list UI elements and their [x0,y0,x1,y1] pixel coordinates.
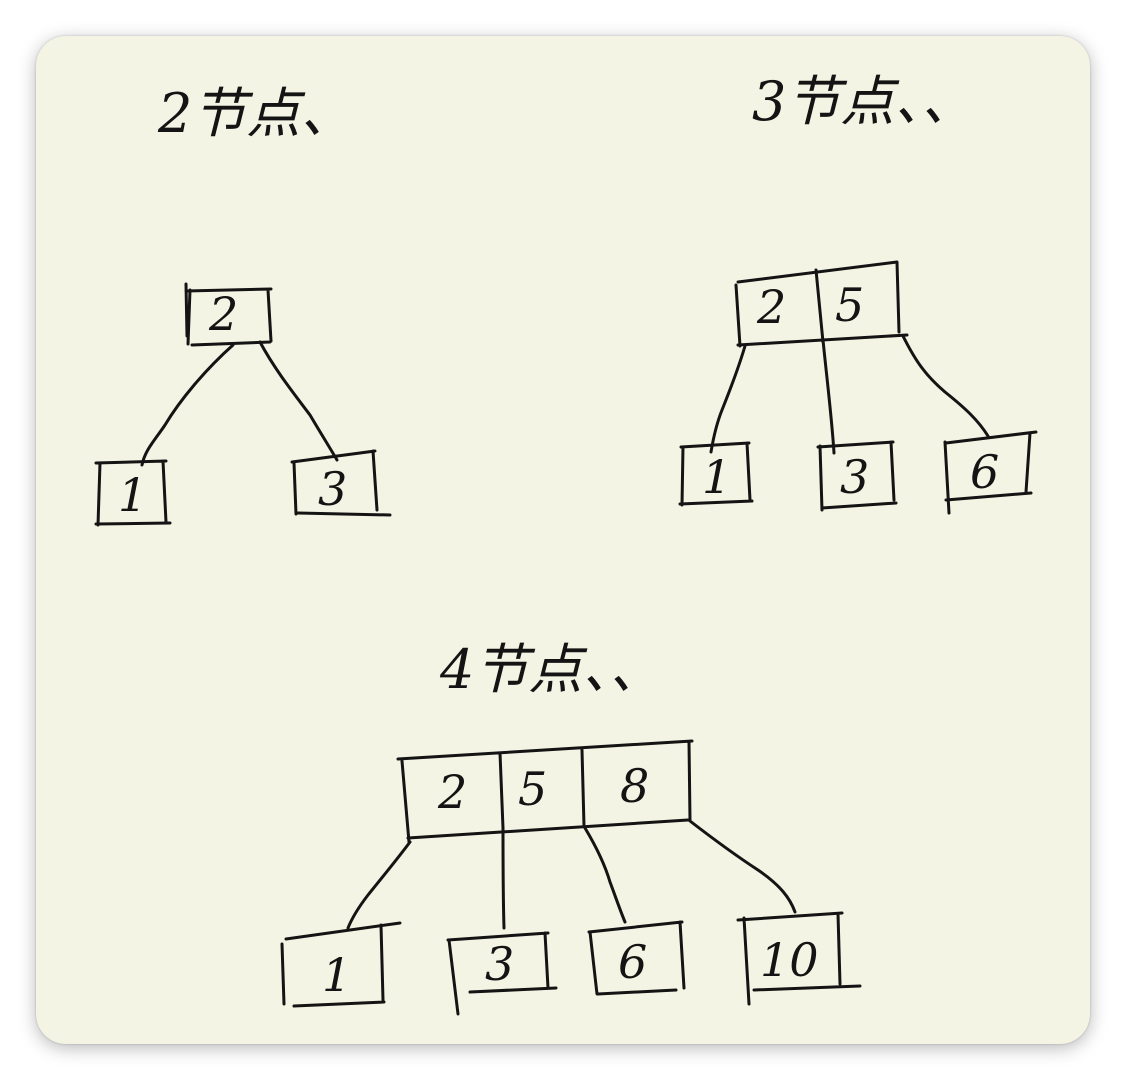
three-node-child-3: 6 [943,430,1038,515]
four-node-child-3-key: 6 [618,935,647,989]
four-node-child-2: 3 [446,931,558,1016]
four-node-root-key-3: 8 [620,759,649,813]
three-node-edge-2 [821,338,836,455]
four-node-edge-1 [346,840,412,930]
two-node-root-key-1: 2 [208,287,238,341]
three-node-child-1: 1 [678,441,754,507]
three-node-root-key-1: 2 [756,280,786,334]
four-node-child-4: 10 [736,911,862,1006]
two-node-child-2: 3 [290,449,392,517]
two-node-child-1: 1 [94,459,172,527]
four-node-child-2-key: 3 [485,937,514,991]
four-node-child-1-key: 1 [322,948,351,1002]
four-node-child-4-key: 10 [760,933,819,987]
four-node-edge-4 [688,819,797,914]
two-node-child-2-key: 3 [318,462,347,516]
four-node-tree: 4节点、、 2 5 8 1 3 6 10 [280,638,862,1016]
four-node-child-3: 6 [587,920,686,996]
three-node-child-2-key: 3 [840,450,869,504]
two-node-title: 2节点、 [157,82,354,145]
two-node-root: 2 [184,282,273,347]
three-node-edge-1 [709,344,747,454]
four-node-root-key-1: 2 [437,765,467,819]
three-node-child-1-key: 1 [702,450,731,504]
three-node-edge-3 [901,334,990,438]
two-node-edge-left [140,343,235,467]
canvas [36,36,1090,1044]
two-node-child-1-key: 1 [118,468,147,522]
three-node-child-3-key: 6 [970,445,999,499]
four-node-edge-2 [501,826,506,930]
four-node-title: 4节点、、 [439,638,663,701]
four-node-child-1: 1 [280,921,402,1008]
three-node-root-key-2: 5 [835,278,864,332]
two-node-edge-right [258,340,339,462]
two-node-tree: 2节点、 2 1 3 [94,82,392,527]
three-node-title: 3节点、、 [752,70,975,133]
three-node-tree: 3节点、、 2 5 1 3 6 [678,70,1038,515]
four-node-root-key-2: 5 [518,762,547,816]
three-node-child-2: 3 [816,440,898,512]
four-node-edge-3 [583,826,627,924]
three-node-root: 2 5 [734,260,909,348]
four-node-root: 2 5 8 [396,739,694,844]
